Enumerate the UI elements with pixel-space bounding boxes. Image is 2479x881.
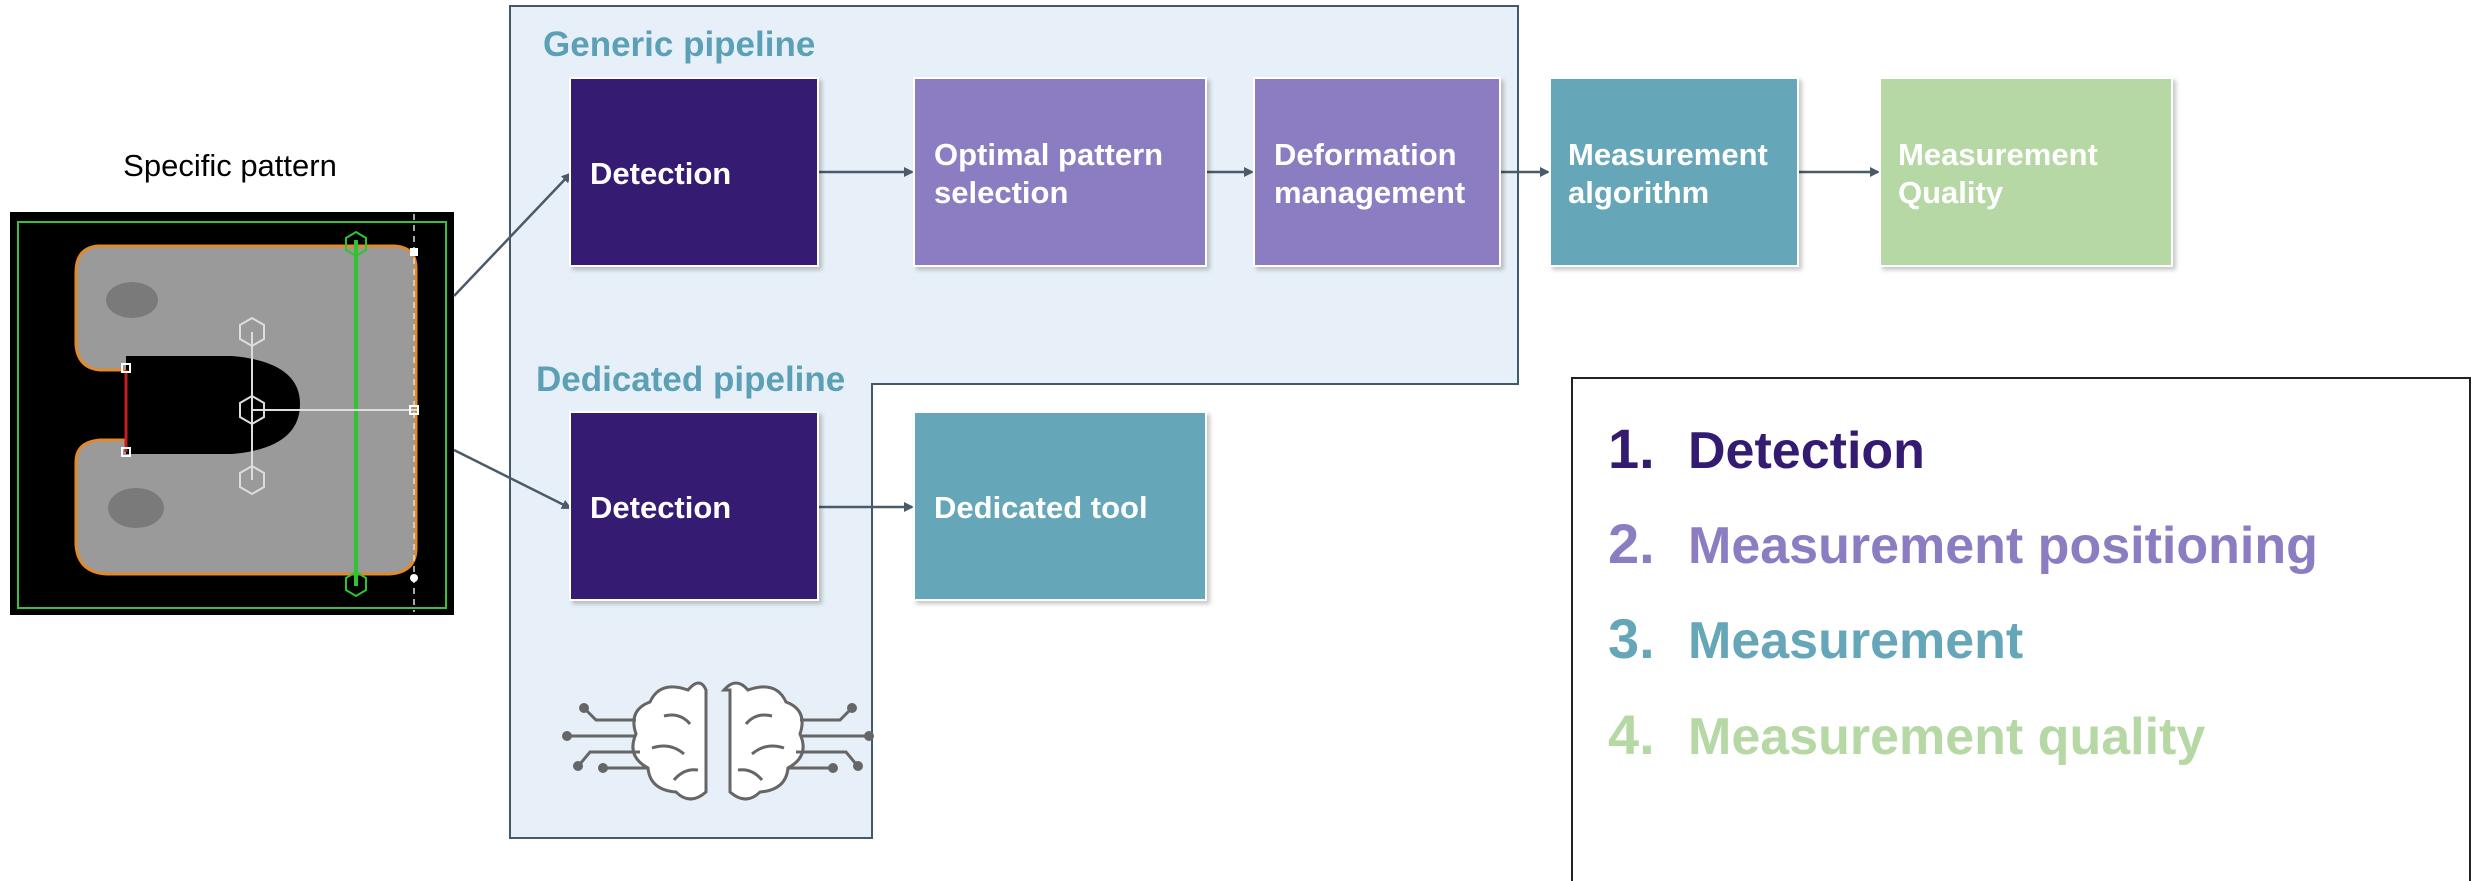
specific-pattern-caption: Specific pattern [123, 148, 337, 183]
generic-detection-box: Detection [569, 77, 819, 267]
legend-item: 1. Detection [1608, 417, 1925, 480]
legend-number: 2. [1608, 512, 1655, 575]
optimal-pattern-label-line2: selection [934, 175, 1068, 210]
dedicated-detection-box: Detection [569, 411, 819, 601]
measurement-quality-box: Measurement Quality [1879, 77, 2173, 267]
deformation-label-line2: management [1274, 175, 1465, 210]
measurement-quality-label-line1: Measurement [1898, 137, 2098, 172]
legend-number: 4. [1608, 703, 1655, 766]
pattern-to-generic-arrow [453, 172, 572, 297]
pattern-to-dedicated-arrow [453, 448, 572, 510]
legend-item: 3. Measurement [1608, 607, 2023, 670]
optimal-pattern-label-line1: Optimal pattern [934, 137, 1163, 172]
generic-pipeline-title: Generic pipeline [543, 25, 815, 64]
legend-label: Measurement quality [1688, 708, 2205, 766]
measurement-algorithm-label-line2: algorithm [1568, 175, 1709, 210]
legend-item: 4. Measurement quality [1608, 703, 2205, 766]
legend-label: Measurement [1688, 612, 2023, 670]
legend-number: 1. [1608, 417, 1655, 480]
specific-pattern-image [10, 212, 454, 615]
measurement-algorithm-label-line1: Measurement [1568, 137, 1768, 172]
legend-item: 2. Measurement positioning [1608, 512, 2318, 575]
generic-detection-label: Detection [590, 156, 731, 191]
deformation-box: Deformation management [1253, 77, 1501, 267]
measurement-algorithm-box: Measurement algorithm [1549, 77, 1799, 267]
dedicated-pipeline-title: Dedicated pipeline [536, 360, 845, 399]
optimal-pattern-box: Optimal pattern selection [913, 77, 1207, 267]
measurement-quality-label-line2: Quality [1898, 175, 2004, 210]
ai-brain-icon [562, 681, 874, 801]
deformation-label-line1: Deformation [1274, 137, 1457, 172]
dedicated-detection-label: Detection [590, 490, 731, 525]
legend-number: 3. [1608, 607, 1655, 670]
legend-box: 1. Detection 2. Measurement positioning … [1571, 377, 2471, 881]
dedicated-tool-label: Dedicated tool [934, 490, 1148, 525]
dedicated-tool-box: Dedicated tool [913, 411, 1207, 601]
legend-label: Detection [1688, 422, 1925, 480]
legend-label: Measurement positioning [1688, 517, 2318, 575]
